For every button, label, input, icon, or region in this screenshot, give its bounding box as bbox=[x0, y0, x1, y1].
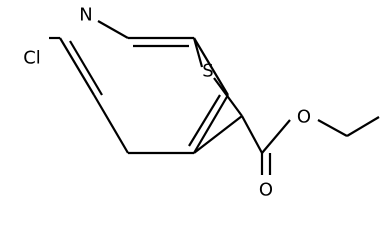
bond-c7a-c3a bbox=[193, 37, 229, 96]
atom-o-ester: O bbox=[297, 107, 311, 128]
bond-c5-c6n bbox=[93, 94, 129, 154]
bond-c-o-ester bbox=[261, 119, 291, 154]
bond-n-c6 bbox=[97, 20, 129, 39]
molecule-structure: N S Cl O O bbox=[23, 5, 380, 201]
bond-c3a-c4 bbox=[193, 94, 229, 154]
atom-cl: Cl bbox=[23, 48, 41, 69]
bond-c3a-c4-inner bbox=[188, 94, 221, 147]
atom-n: N bbox=[79, 5, 92, 26]
bond-ch2-ch3 bbox=[346, 116, 380, 137]
bond-c7a-s bbox=[192, 37, 204, 68]
bond-c2-c3 bbox=[193, 115, 243, 154]
atom-o-carbonyl: O bbox=[259, 180, 273, 201]
bond-c5-n bbox=[59, 37, 95, 96]
bond-c2-ccarbonyl bbox=[241, 115, 263, 154]
bond-o-ch2 bbox=[317, 119, 348, 137]
atom-s: S bbox=[202, 61, 213, 82]
bond-s-c2 bbox=[213, 77, 243, 117]
bond-c5-n-inner bbox=[69, 40, 103, 96]
